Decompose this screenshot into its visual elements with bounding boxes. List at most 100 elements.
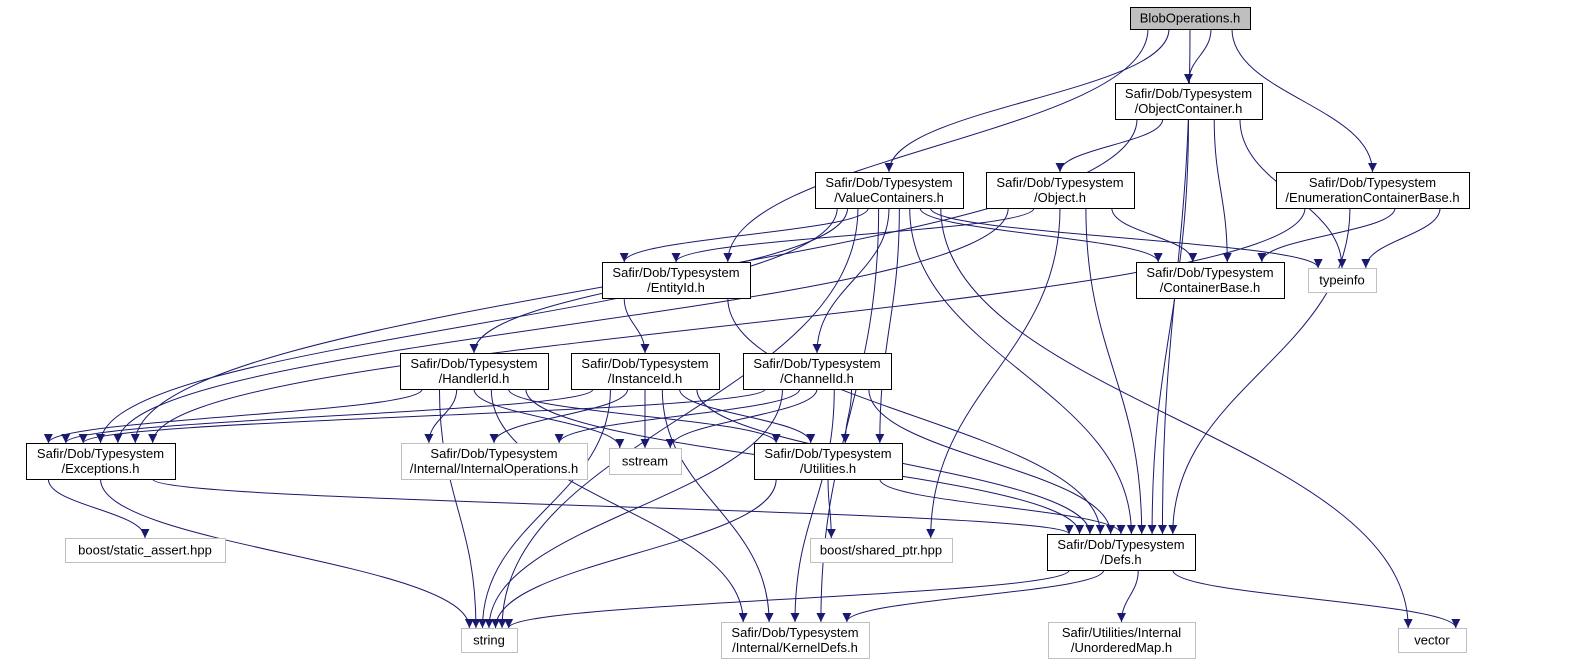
node-label-handlerid-line2: /HandlerId.h (439, 371, 510, 386)
node-box-enumbase (1276, 172, 1470, 209)
node-box-utilities (754, 443, 903, 480)
node-label-contbase-line1: Safir/Dob/Typesystem (1146, 265, 1273, 280)
edge-channelid-to-internalops (554, 388, 801, 444)
node-label-typeinfo-line1: typeinfo (1319, 273, 1365, 288)
edge-instanceid-to-kerneldefs (661, 388, 774, 623)
edge-enumbase-to-defs (1168, 207, 1351, 535)
node-instanceid[interactable]: Safir/Dob/Typesystem/InstanceId.h (571, 353, 720, 390)
node-label-entityid-line2: /EntityId.h (647, 280, 705, 295)
node-channelid[interactable]: Safir/Dob/Typesystem/ChannelId.h (743, 353, 892, 390)
node-box-handlerid (400, 353, 549, 390)
node-blob[interactable]: BlobOperations.h (1130, 7, 1251, 30)
edge-blob-to-objcont (1184, 28, 1212, 84)
node-defs[interactable]: Safir/Dob/Typesystem/Defs.h (1047, 534, 1196, 571)
node-string: string (461, 628, 518, 653)
edge-entityid-to-instanceid (623, 297, 650, 354)
node-typeinfo: typeinfo (1308, 268, 1377, 293)
edge-channelid-to-defs (868, 388, 1116, 535)
node-label-enumbase-line2: /EnumerationContainerBase.h (1285, 190, 1459, 205)
node-sharedptr: boost/shared_ptr.hpp (810, 538, 953, 563)
node-kerneldefs: Safir/Dob/Typesystem/Internal/KernelDefs… (721, 622, 870, 659)
edge-handlerid-to-string (438, 388, 481, 629)
node-label-valuecont-line2: /ValueContainers.h (834, 190, 944, 205)
node-entityid[interactable]: Safir/Dob/Typesystem/EntityId.h (602, 262, 751, 299)
edge-valuecont-to-contbase (919, 207, 1163, 263)
node-label-sharedptr-line1: boost/shared_ptr.hpp (820, 543, 942, 558)
node-box-blob (1130, 7, 1251, 30)
edge-layer (43, 28, 1461, 629)
node-box-entityid (602, 262, 751, 299)
edge-defs-to-unordmap (1117, 569, 1139, 623)
node-label-unordmap-line1: Safir/Utilities/Internal (1062, 625, 1181, 640)
node-label-channelid-line2: /ChannelId.h (780, 371, 854, 386)
node-label-defs-line1: Safir/Dob/Typesystem (1057, 537, 1184, 552)
node-label-object-line2: /Object.h (1034, 190, 1086, 205)
node-utilities[interactable]: Safir/Dob/Typesystem/Utilities.h (754, 443, 903, 480)
edge-blob-to-enumbase (1231, 28, 1377, 173)
node-label-valuecont-line1: Safir/Dob/Typesystem (825, 175, 952, 190)
node-vector: vector (1398, 628, 1467, 653)
node-layer: BlobOperations.hSafir/Dob/Typesystem/Obj… (26, 7, 1470, 659)
node-label-channelid-line1: Safir/Dob/Typesystem (753, 356, 880, 371)
edge-defs-to-string (504, 569, 1070, 629)
edge-entityid-to-defs (727, 297, 1105, 535)
edge-instanceid-to-exceptions (61, 388, 594, 444)
edge-blob-to-entityid (723, 28, 1149, 263)
edge-object-to-exceptions (113, 207, 1009, 444)
node-label-object-line1: Safir/Dob/Typesystem (996, 175, 1123, 190)
edge-exceptions-to-defs (152, 478, 1074, 535)
node-box-sstream (609, 448, 682, 475)
node-valuecont[interactable]: Safir/Dob/Typesystem/ValueContainers.h (815, 172, 964, 209)
edge-channelid-to-sstream (665, 388, 818, 449)
node-label-exceptions-line2: /Exceptions.h (61, 461, 139, 476)
edge-exceptions-to-staticassert (47, 478, 150, 539)
node-exceptions[interactable]: Safir/Dob/Typesystem/Exceptions.h (26, 443, 176, 480)
edge-valuecont-to-exceptions (96, 207, 838, 444)
node-label-blob-line1: BlobOperations.h (1140, 11, 1240, 26)
node-label-sstream-line1: sstream (622, 454, 668, 469)
edge-channelid-to-utilities (840, 388, 853, 444)
node-label-exceptions-line1: Safir/Dob/Typesystem (37, 446, 164, 461)
node-label-enumbase-line1: Safir/Dob/Typesystem (1309, 175, 1436, 190)
node-unordmap: Safir/Utilities/Internal/UnorderedMap.h (1048, 622, 1196, 659)
edge-objcont-to-contbase (1213, 118, 1232, 263)
node-box-sharedptr (810, 538, 953, 563)
node-handlerid[interactable]: Safir/Dob/Typesystem/HandlerId.h (400, 353, 549, 390)
node-label-kerneldefs-line1: Safir/Dob/Typesystem (731, 625, 858, 640)
edge-object-to-entityid (671, 207, 1035, 263)
edge-channelid-to-string (484, 388, 783, 629)
node-box-internalops (401, 443, 588, 480)
node-label-objcont-line2: /ObjectContainer.h (1135, 101, 1243, 116)
node-box-contbase (1136, 262, 1285, 299)
node-box-exceptions (26, 443, 176, 480)
edge-defs-to-vector (1172, 569, 1461, 629)
node-object[interactable]: Safir/Dob/Typesystem/Object.h (986, 172, 1135, 209)
node-box-string (461, 628, 518, 653)
edge-channelid-to-kerneldefs (790, 388, 835, 623)
node-label-utilities-line2: /Utilities.h (800, 461, 856, 476)
node-label-internalops-line2: /Internal/InternalOperations.h (410, 461, 578, 476)
node-box-typeinfo (1308, 268, 1377, 293)
edge-valuecont-to-typeinfo (929, 207, 1323, 269)
edge-instanceid-to-utilities (679, 388, 816, 444)
edge-utilities-to-string (491, 478, 777, 629)
edge-enumbase-to-exceptions (148, 207, 1306, 444)
node-box-object (986, 172, 1135, 209)
node-box-defs (1047, 534, 1196, 571)
node-objcont[interactable]: Safir/Dob/Typesystem/ObjectContainer.h (1115, 83, 1263, 120)
edge-objcont-to-defs (1147, 118, 1189, 535)
node-box-unordmap (1048, 622, 1196, 659)
node-enumbase[interactable]: Safir/Dob/Typesystem/EnumerationContaine… (1276, 172, 1470, 209)
node-label-vector-line1: vector (1414, 633, 1450, 648)
edge-handlerid-to-kerneldefs (490, 388, 748, 623)
edge-valuecont-to-defs (909, 207, 1136, 535)
node-label-contbase-line2: /ContainerBase.h (1160, 280, 1260, 295)
edge-handlerid-to-internalops (424, 388, 458, 444)
node-label-kerneldefs-line2: /Internal/KernelDefs.h (732, 640, 858, 655)
node-staticassert: boost/static_assert.hpp (65, 538, 226, 563)
edge-channelid-to-exceptions (78, 388, 766, 444)
edge-exceptions-to-string (100, 478, 474, 629)
node-contbase[interactable]: Safir/Dob/Typesystem/ContainerBase.h (1136, 262, 1285, 299)
node-internalops: Safir/Dob/Typesystem/Internal/InternalOp… (401, 443, 588, 480)
edge-objcont-to-object (1055, 118, 1164, 173)
